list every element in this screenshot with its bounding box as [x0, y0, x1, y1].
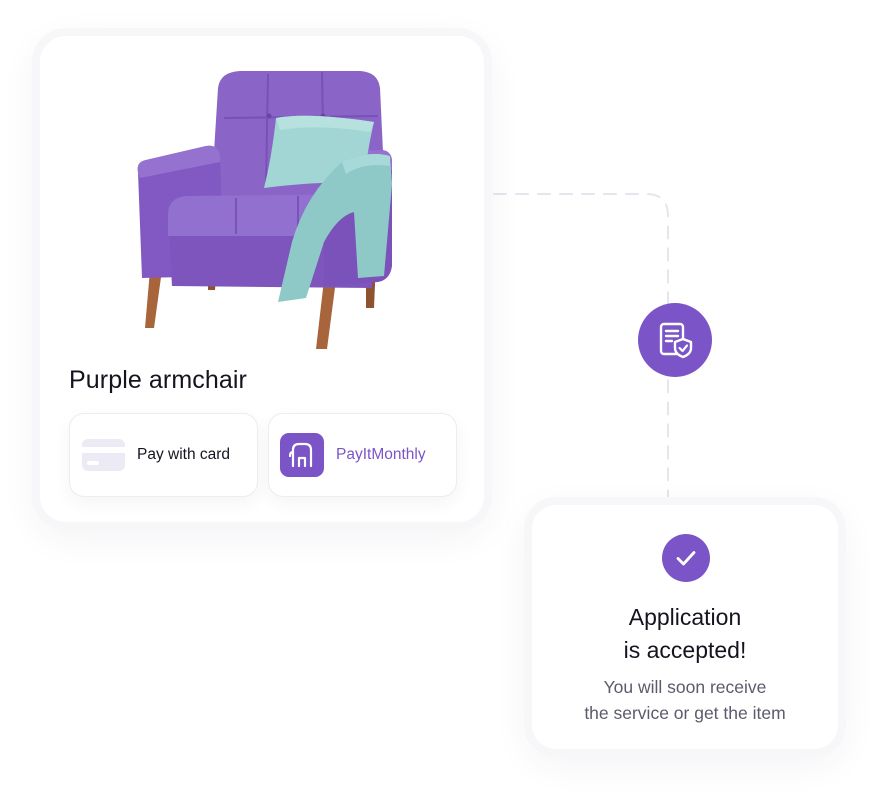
confirmation-subtitle: You will soon receive the service or get… — [532, 674, 838, 726]
confirmation-title-line2: is accepted! — [623, 637, 747, 663]
confirmation-title: Application is accepted! — [532, 601, 838, 667]
armchair-image — [137, 71, 392, 349]
confirmation-card: Application is accepted! You will soon r… — [532, 505, 838, 749]
document-shield-icon — [638, 303, 712, 377]
confirmation-subtitle-line2: the service or get the item — [584, 703, 786, 723]
credit-card-icon — [82, 439, 125, 471]
product-card: Purple armchair Pay with card PayItMonth… — [40, 36, 484, 522]
pay-with-card-button[interactable]: Pay with card — [70, 414, 257, 496]
confirmation-subtitle-line1: You will soon receive — [603, 677, 767, 697]
payitmonthly-label: PayItMonthly — [336, 446, 426, 463]
product-title: Purple armchair — [69, 366, 247, 394]
payitmonthly-logo — [280, 433, 324, 477]
payitmonthly-button[interactable]: PayItMonthly — [269, 414, 456, 496]
confirmation-title-line1: Application — [628, 604, 742, 630]
pay-with-card-label: Pay with card — [137, 446, 231, 463]
check-icon — [662, 534, 710, 582]
